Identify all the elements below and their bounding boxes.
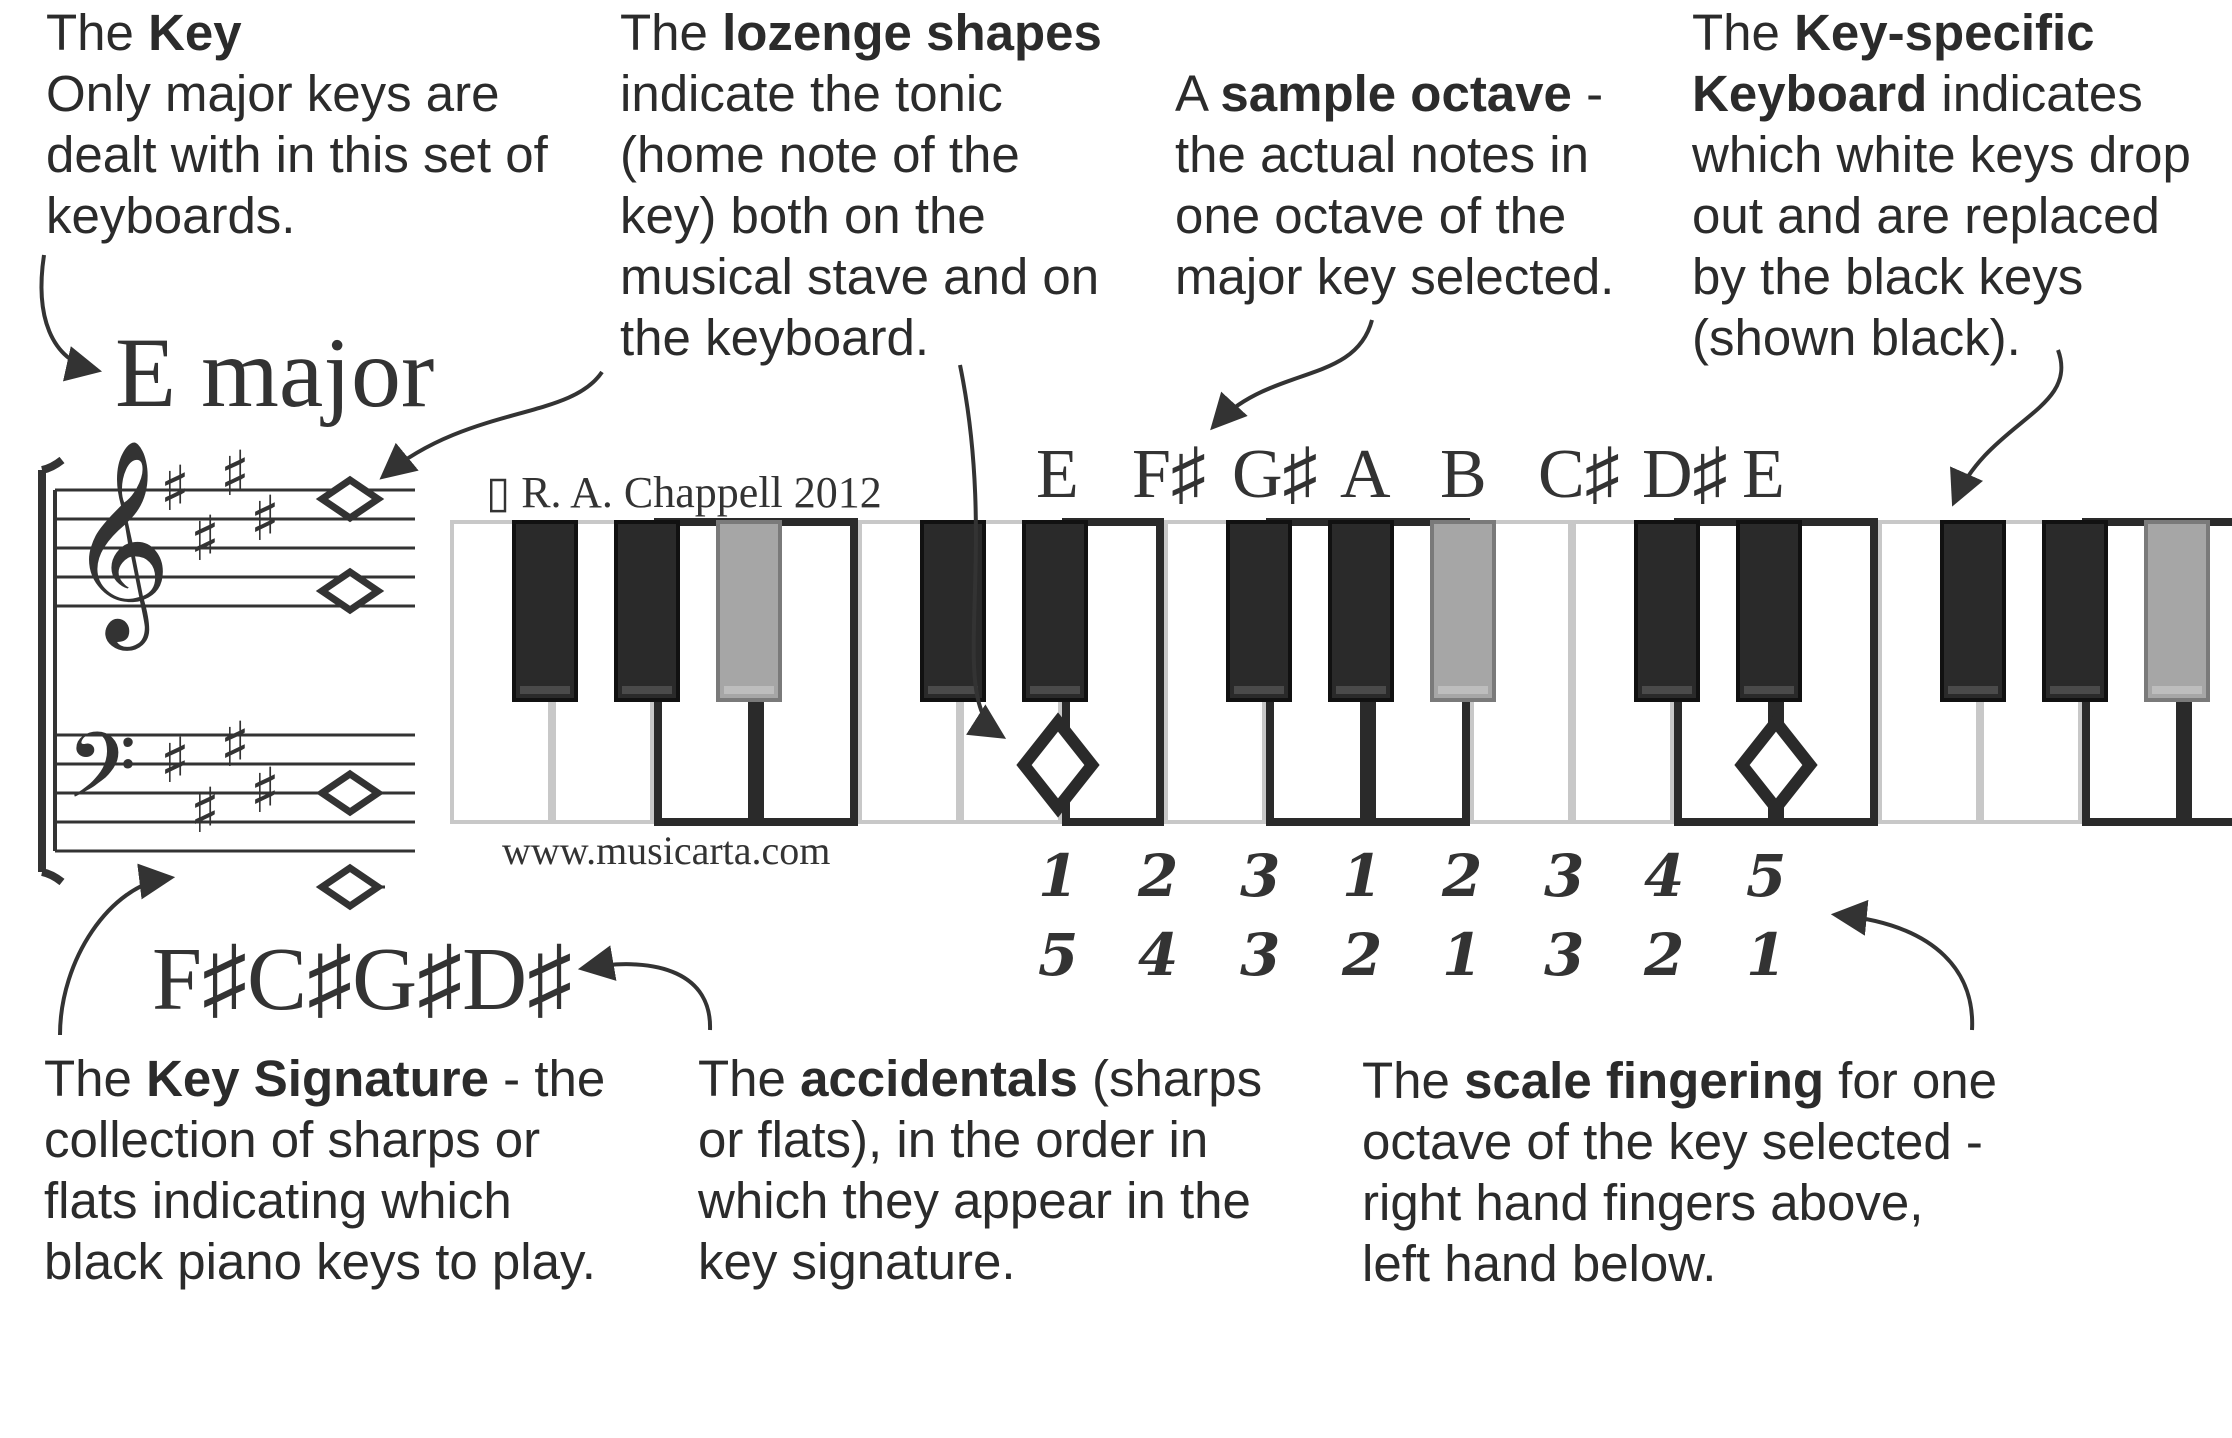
fingering-lh: 2 [1342, 921, 1383, 989]
fingering-rh: 3 [1240, 842, 1281, 910]
key-highlight [2152, 686, 2202, 694]
sharp-icon: ♯ [220, 708, 250, 781]
arrow-sample-octave [1210, 319, 1374, 431]
note-accidentals: The accidentals (sharps or flats), in th… [698, 1050, 1263, 1290]
sharp-icon: ♯ [190, 502, 220, 575]
arrow-accidentals [577, 945, 713, 1031]
key-highlight [1234, 686, 1284, 694]
octave-note: B [1440, 436, 1487, 513]
piano-black-key [512, 520, 578, 702]
copyright-label: ▯ R. A. Chappell 2012 [486, 468, 882, 517]
piano-black-key [1940, 520, 2006, 702]
arrow-key-signature [58, 863, 176, 1036]
fingering-lh: 3 [1544, 921, 1585, 989]
piano-black-key [1022, 520, 1088, 702]
key-highlight [520, 686, 570, 694]
lozenge-icon [1016, 712, 1100, 818]
staff-lozenges [315, 475, 385, 911]
fingering-lh: 2 [1644, 921, 1685, 989]
arrow-lozenge-staff [379, 370, 604, 480]
fingering-lh: 3 [1240, 921, 1281, 989]
sharp-icon: ♯ [160, 724, 190, 797]
piano-black-key-unused [716, 520, 782, 702]
octave-note: E [1036, 436, 1079, 513]
piano-black-key [614, 520, 680, 702]
fingering-rh: 1 [1038, 842, 1079, 910]
piano-black-key [1226, 520, 1292, 702]
fingering-rh: 2 [1442, 842, 1483, 910]
fingering-rh: 2 [1138, 842, 1179, 910]
key-highlight [724, 686, 774, 694]
fingering-lh: 5 [1038, 921, 1079, 989]
octave-note: G♯ [1232, 436, 1318, 513]
key-highlight [622, 686, 672, 694]
sharp-icon: ♯ [160, 452, 190, 525]
arrow-lozenge-keyboard [958, 364, 1007, 739]
key-highlight [2050, 686, 2100, 694]
key-highlight [1948, 686, 1998, 694]
note-key: The Key Only major keys are dealt with i… [46, 4, 548, 244]
piano-black-key [1736, 520, 1802, 702]
fingering-lh: 1 [1442, 921, 1483, 989]
black-keys [512, 520, 2210, 702]
lozenge-icon [315, 567, 385, 615]
note-lozenge: The lozenge shapes indicate the tonic (h… [620, 4, 1102, 366]
bass-clef-icon: 𝄢 [66, 713, 137, 841]
note-key-signature: The Key Signature - the collection of sh… [44, 1050, 606, 1290]
sharp-icon: ♯ [220, 437, 250, 510]
key-highlight [1744, 686, 1794, 694]
fingering-lh: 4 [1138, 921, 1179, 989]
lozenge-icon [1734, 712, 1818, 818]
piano-black-key-unused [2144, 520, 2210, 702]
octave-note: E [1742, 436, 1785, 513]
key-signature-sharps-bass: ♯ ♯ ♯ ♯ [160, 708, 280, 847]
lozenge-icon [315, 863, 385, 911]
octave-note: A [1340, 436, 1391, 513]
keyboard-lozenges [1016, 712, 1818, 818]
arrow-scale-fingering [1830, 899, 1975, 1031]
arrow-key [39, 254, 103, 382]
fingering-rh: 1 [1342, 842, 1383, 910]
fingering-rh: 3 [1544, 842, 1585, 910]
sharp-icon: ♯ [190, 774, 220, 847]
piano-black-key [1634, 520, 1700, 702]
key-highlight [1642, 686, 1692, 694]
key-highlight [1030, 686, 1080, 694]
octave-note: F♯ [1132, 436, 1206, 513]
key-highlight [928, 686, 978, 694]
key-highlight [1336, 686, 1386, 694]
piano-black-key [2042, 520, 2108, 702]
octave-note: D♯ [1642, 436, 1728, 513]
lozenge-icon [315, 769, 385, 817]
note-scale-fingering: The scale fingering for one octave of th… [1362, 1052, 1997, 1292]
sharp-icon: ♯ [250, 754, 280, 827]
key-title: E major [115, 317, 435, 428]
note-key-specific-keyboard: The Key-specific Keyboard indicates whic… [1692, 4, 2191, 366]
piano-black-key [1328, 520, 1394, 702]
website-label: www.musicarta.com [502, 828, 831, 873]
note-sample-octave: A sample octave - the actual notes in on… [1175, 65, 1615, 305]
treble-clef-icon: 𝄞 [68, 439, 171, 651]
sharp-icon: ♯ [250, 482, 280, 555]
fingering-rh: 5 [1746, 842, 1787, 910]
fingering-lh: 1 [1746, 921, 1787, 989]
lozenge-icon [315, 475, 385, 523]
staff-bracket [38, 456, 65, 886]
key-signature-sharps-treble: ♯ ♯ ♯ ♯ [160, 437, 280, 575]
piano-black-key-unused [1430, 520, 1496, 702]
octave-note: C♯ [1538, 436, 1620, 513]
arrow-key-specific [1950, 349, 2064, 507]
key-highlight [1438, 686, 1488, 694]
fingering-rh: 4 [1644, 842, 1685, 910]
accidentals-display: F♯C♯G♯D♯ [152, 930, 573, 1029]
